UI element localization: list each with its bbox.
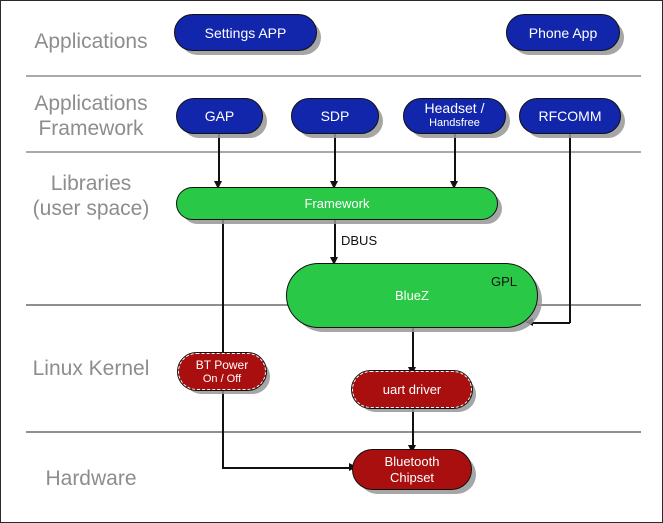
connector-headset-to-framework (454, 134, 456, 184)
node-headset-handsfree[interactable]: Headset / Handsfree (403, 98, 506, 134)
layer-label-hardware: Hardware (45, 467, 137, 490)
node-bluetooth-chipset-label: Bluetooth (384, 453, 440, 469)
node-bluez-label: BlueZ (395, 288, 429, 303)
connector-framework-to-chipset-vertical (222, 214, 224, 467)
layer-label-linux-kernel: Linux Kernel (32, 357, 150, 380)
node-settings-app-label: Settings APP (204, 24, 287, 41)
node-sdp[interactable]: SDP (291, 98, 379, 134)
separator-linux-kernel (26, 431, 641, 433)
separator-applications-framework (26, 151, 641, 153)
node-bt-power[interactable]: BT Power On / Off (177, 352, 267, 391)
node-phone-app[interactable]: Phone App (506, 14, 620, 51)
node-rfcomm-label: RFCOMM (538, 108, 602, 124)
arrowhead-headset-to-framework (450, 181, 458, 189)
node-framework-label: Framework (304, 196, 370, 211)
node-sdp-label: SDP (320, 108, 350, 124)
connector-framework-to-chipset-horizontal (222, 467, 355, 469)
layer-label-applications: Applications (34, 30, 148, 53)
node-settings-app[interactable]: Settings APP (174, 14, 317, 51)
node-uart-driver-label: uart driver (382, 382, 442, 397)
node-rfcomm[interactable]: RFCOMM (519, 98, 621, 134)
connector-rfcomm-to-bluez-vertical (569, 134, 571, 323)
node-headset-handsfree-label: Headset / (424, 100, 485, 116)
node-bluez[interactable]: BlueZ GPL (286, 263, 538, 328)
arrowhead-framework-to-bluez (330, 257, 338, 265)
node-bluetooth-chipset[interactable]: Bluetooth Chipset (352, 449, 472, 490)
connector-rfcomm-to-bluez-horizontal (530, 322, 570, 324)
node-gap-label: GAP (204, 108, 235, 124)
node-bluetooth-chipset-sublabel: Chipset (389, 469, 435, 485)
layer-label-applications-framework: Applications Framework (34, 92, 148, 140)
node-gap[interactable]: GAP (176, 98, 263, 134)
connector-sdp-to-framework (334, 134, 336, 184)
arrowhead-gap-to-framework (214, 181, 222, 189)
separator-applications (26, 75, 641, 77)
node-bt-power-sublabel: On / Off (202, 372, 242, 385)
node-phone-app-label: Phone App (528, 24, 598, 41)
connector-uart-to-chipset (412, 407, 414, 449)
layer-label-libraries: Libraries (user space) (32, 172, 150, 220)
connector-gap-to-framework (218, 134, 220, 184)
arrowhead-rfcomm-to-bluez (525, 318, 533, 326)
node-headset-handsfree-sublabel: Handsfree (429, 117, 480, 129)
connector-bluez-to-uart (412, 328, 414, 371)
node-uart-driver[interactable]: uart driver (351, 370, 473, 409)
arrowhead-sdp-to-framework (330, 181, 338, 189)
connector-framework-to-bluez (334, 219, 336, 261)
node-bluez-license-tag: GPL (490, 274, 517, 289)
edge-label-dbus: DBUS (341, 233, 378, 248)
node-framework[interactable]: Framework (176, 187, 498, 220)
node-bt-power-label: BT Power (195, 357, 249, 372)
